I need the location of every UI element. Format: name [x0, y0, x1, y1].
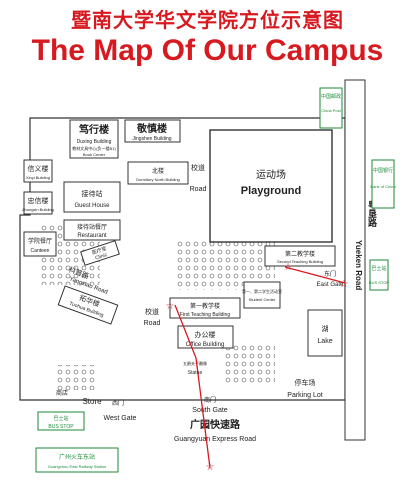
railway-cn: 广州火车东站 — [59, 453, 95, 461]
china-post-en: China Post — [321, 108, 341, 113]
first-teaching-cn: 第一教学楼 — [190, 302, 220, 310]
restaurant-en: Restaurant — [77, 233, 107, 239]
bookcenter-cn: 教材文具中心(负一楼B1) — [72, 145, 116, 151]
guest-house[interactable] — [63, 181, 121, 213]
star-marker: ☆ — [340, 279, 349, 290]
dorm-north-building[interactable] — [127, 161, 189, 185]
railway-station-marker[interactable] — [35, 447, 119, 473]
yueken-road-en: Yueken Road — [354, 240, 363, 290]
star-marker: ☆ — [206, 462, 215, 473]
route-line-south — [174, 304, 211, 469]
clinic-cn: 医疗室 — [91, 245, 107, 256]
tuohua-building[interactable] — [57, 285, 119, 325]
yueken-road-strip — [344, 79, 366, 441]
store-en: Store — [82, 397, 102, 406]
student-center-building[interactable] — [243, 281, 281, 309]
playground-en: Playground — [241, 185, 302, 197]
bus-stop-east-cn: 巴士站 — [371, 265, 386, 272]
china-post-cn: 中国邮政 — [321, 93, 341, 100]
east-gate-en: East Gate — [317, 282, 344, 288]
xinyi-building[interactable] — [23, 159, 53, 183]
parking-cn: 停车场 — [295, 378, 316, 387]
lake[interactable] — [307, 309, 343, 357]
west-gate-cn: 西门 — [112, 399, 124, 407]
guangyuan-road-cn: 广园快速路 — [190, 418, 241, 431]
second-teaching-cn: 第二教学楼 — [285, 250, 315, 258]
playground[interactable] — [209, 129, 333, 243]
zhongxin-en: Zhongxin Building — [22, 207, 54, 212]
railway-en: Guangzhou East Railway Station — [48, 464, 106, 469]
lake-en: Lake — [317, 338, 332, 345]
boc-cn: 中国银行 — [373, 167, 393, 174]
bus-stop-east-marker[interactable] — [369, 259, 389, 291]
bus-stop-east-en: BUS STOP — [369, 280, 389, 285]
guangyuan-road-en: Guangyuan Express Road — [174, 436, 256, 443]
jingshen-en: Jingshen Building — [132, 136, 171, 142]
jingshen-building[interactable] — [124, 119, 181, 143]
jingshen-cn: 敬慎楼 — [136, 122, 167, 135]
canteen-cn: 学院餐厅 — [28, 237, 52, 245]
clinic-en: Clinic — [94, 252, 108, 262]
route-line-east — [284, 266, 346, 284]
star-marker: ☆ — [166, 301, 175, 312]
first-teaching-building[interactable] — [169, 297, 241, 319]
dorm-north-cn: 北楼 — [152, 167, 164, 175]
canteen-en: Canteen — [31, 248, 50, 254]
zhongxin-cn: 忠信楼 — [28, 196, 49, 205]
boc-en: Bank of China — [370, 184, 396, 189]
yueken-road-cn: 粤垦路 — [367, 199, 378, 228]
second-teaching-en: Second Teaching Building — [277, 259, 323, 264]
canteen-building[interactable] — [23, 231, 57, 257]
duxing-building[interactable] — [69, 119, 119, 159]
map-title-cn: 暨南大学华文学院方位示意图 — [71, 8, 344, 32]
bus-stop-west-marker[interactable] — [37, 411, 85, 431]
store-cn: 商店 — [56, 389, 68, 397]
dorm-north-en: Dormitory North Building — [136, 177, 180, 182]
duxing-cn: 笃行楼 — [78, 123, 109, 136]
zhongxin-building[interactable] — [23, 191, 53, 215]
first-teaching-en: First Teaching Building — [180, 312, 230, 318]
restaurant-building[interactable] — [63, 219, 121, 241]
playground-cn: 运动场 — [256, 168, 286, 181]
parking-en: Parking Lot — [287, 392, 322, 399]
star-marker: ☆ — [284, 262, 293, 273]
road1-en: Road — [190, 186, 207, 193]
china-post-marker[interactable] — [319, 87, 343, 129]
duxing-en: Duxing Building — [77, 139, 112, 145]
east-gate-cn: 东门 — [324, 270, 336, 278]
guesthouse-cn: 接待站 — [82, 189, 103, 198]
guesthouse-en: Guest House — [74, 203, 110, 209]
office-en: Office Building — [186, 342, 225, 348]
tree-area — [225, 345, 275, 385]
xinyi-en: Xinyi Building — [26, 175, 50, 180]
south-gate-cn: 南门 — [204, 396, 216, 404]
boc-marker[interactable] — [371, 159, 395, 209]
office-building[interactable] — [177, 325, 234, 349]
bus-stop-west-cn: 巴士站 — [53, 415, 68, 422]
second-teaching-building[interactable] — [264, 245, 336, 267]
office-cn: 办公楼 — [195, 330, 216, 339]
west-gate-en: West Gate — [104, 415, 137, 422]
south-gate-en: South Gate — [192, 407, 228, 414]
road1-cn: 校道 — [191, 163, 205, 172]
map-title-en: The Map Of Our Campus — [31, 34, 384, 67]
statue-cn: 五爵夫子雕像 — [183, 360, 207, 366]
student-center-cn: 第一、第二学生活动室 — [242, 288, 282, 294]
bus-stop-west-en: BUS STOP — [48, 424, 74, 430]
student-center-en: Student Center — [249, 297, 277, 302]
restaurant-cn: 接待站餐厅 — [77, 223, 107, 231]
road2-cn: 校道 — [145, 307, 159, 316]
road2-en: Road — [144, 320, 161, 327]
bookcenter-en: Book Center — [83, 152, 106, 157]
clinic-building[interactable] — [80, 240, 120, 266]
lake-cn: 湖 — [322, 324, 329, 333]
tree-area — [55, 365, 95, 390]
xinyi-cn: 信义楼 — [28, 164, 49, 173]
statue-en: Statue — [188, 370, 203, 376]
